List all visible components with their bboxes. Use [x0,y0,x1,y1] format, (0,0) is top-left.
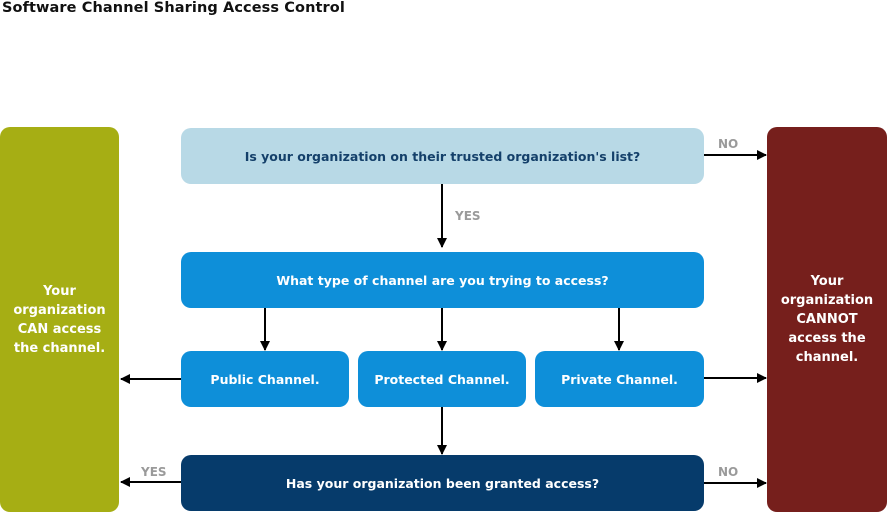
page-title: Software Channel Sharing Access Control [2,0,345,16]
channel-type-question-box: What type of channel are you trying to a… [181,252,704,308]
can-access-box: Your organization CAN access the channel… [0,127,119,512]
protected-channel-box: Protected Channel. [358,351,526,407]
public-channel-text: Public Channel. [210,371,320,387]
protected-channel-text: Protected Channel. [374,371,510,387]
no-label-trusted: NO [718,137,739,151]
cannot-access-box: Your organization CANNOT access the chan… [767,127,887,512]
yes-label-trusted: YES [455,209,481,223]
cannot-access-text: Your organization CANNOT access the chan… [780,274,874,365]
public-channel-box: Public Channel. [181,351,349,407]
can-access-text: Your organization CAN access the channel… [13,283,106,356]
trusted-list-question-text: Is your organization on their trusted or… [244,148,641,164]
channel-type-question-text: What type of channel are you trying to a… [276,272,609,288]
private-channel-box: Private Channel. [535,351,704,407]
granted-access-question-box: Has your organization been granted acces… [181,455,704,511]
trusted-list-question-box: Is your organization on their trusted or… [181,128,704,184]
private-channel-text: Private Channel. [561,371,678,387]
no-label-granted: NO [718,465,739,479]
yes-label-granted: YES [141,465,167,479]
granted-access-question-text: Has your organization been granted acces… [285,475,600,491]
